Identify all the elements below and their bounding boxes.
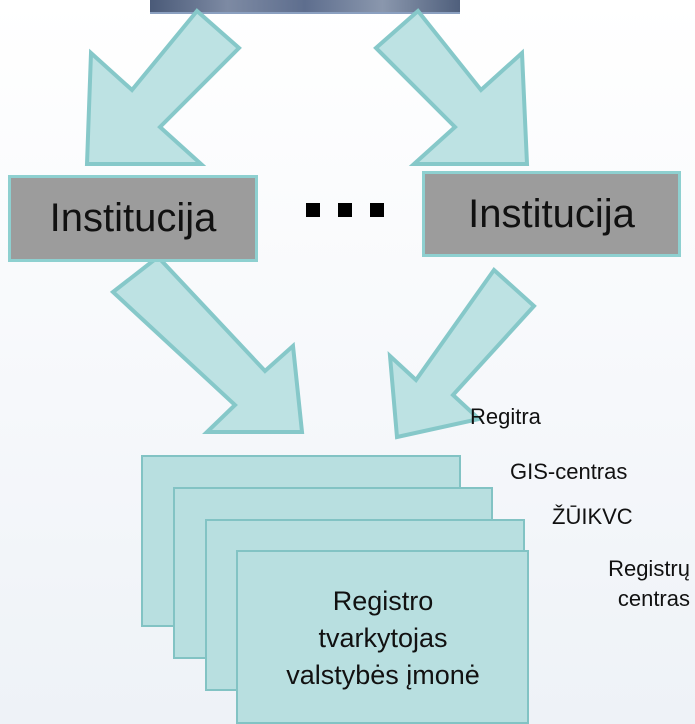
arrow-mid-right: [387, 267, 537, 440]
dot: [370, 203, 384, 217]
dot: [338, 203, 352, 217]
registrar-label-zuikvc: ŽŪIKVC: [552, 504, 633, 529]
institution-box-left: Institucija: [8, 175, 258, 262]
arrow-mid-left: [109, 254, 305, 434]
registrar-label-registru-centras: Registrų centras: [608, 556, 690, 611]
registrar-label-gis-centras: GIS-centras: [510, 459, 628, 484]
institution-label-right: Institucija: [468, 191, 635, 236]
front-card-line-3: valstybės įmonė: [286, 659, 480, 690]
top-image: [150, 0, 460, 14]
arrow-top-right: [373, 8, 530, 166]
ellipsis-dots: [306, 203, 384, 217]
dot: [306, 203, 320, 217]
front-card-line-1: Registro: [332, 585, 434, 616]
institution-box-right: Institucija: [422, 171, 681, 257]
registrar-label-regitra: Regitra: [470, 404, 541, 429]
institution-label-left: Institucija: [49, 196, 217, 240]
front-card-text: Registro tvarkytojas valstybės įmonė: [238, 552, 528, 724]
front-card-line-2: tvarkytojas: [318, 622, 448, 653]
registrar-card-4: [236, 550, 529, 724]
arrow-top-left: [84, 8, 242, 166]
